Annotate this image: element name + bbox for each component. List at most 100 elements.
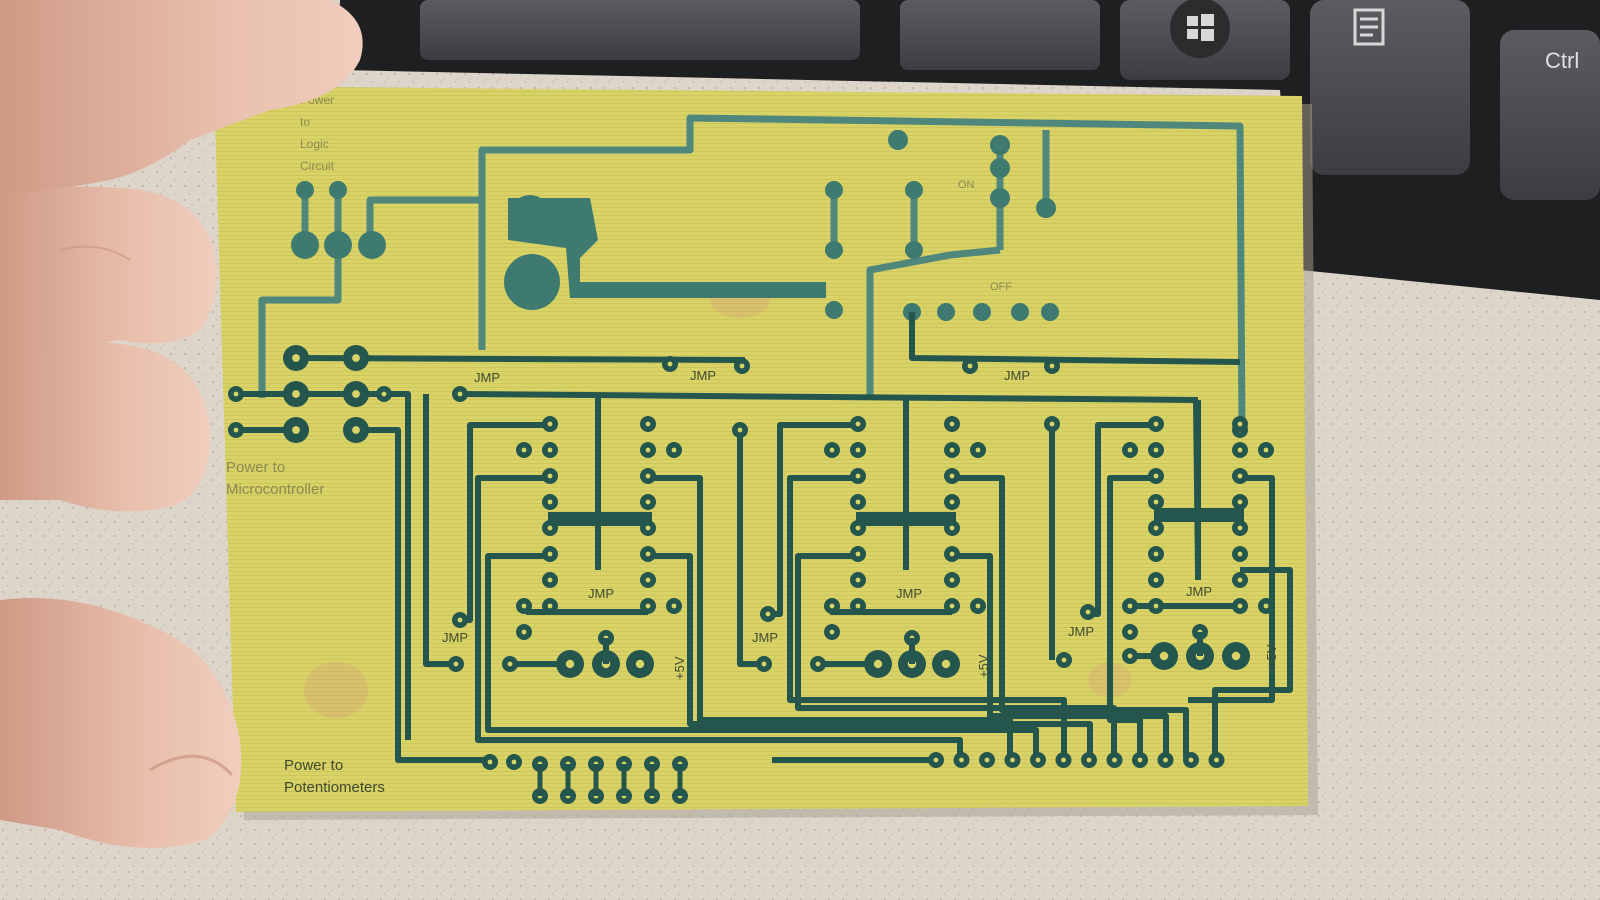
- drill-hole: [547, 577, 553, 583]
- silkscreen: Power to Logic Circuit ON OFF Power to M…: [226, 93, 1012, 498]
- drill-hole: [933, 757, 939, 763]
- drill-hole: [949, 473, 955, 479]
- pads-upper: [291, 130, 1059, 321]
- drill-hole: [233, 427, 239, 433]
- label-power-micro-2: Microcontroller: [226, 481, 324, 498]
- drill-hole: [671, 603, 677, 609]
- drill-hole: [1010, 757, 1015, 763]
- drill-hole: [1237, 551, 1243, 557]
- drill-hole: [815, 661, 821, 667]
- ctrl-key: [1500, 30, 1600, 200]
- drill-hole: [949, 421, 955, 427]
- drill-hole: [949, 499, 955, 505]
- ic-footprints: [548, 508, 1244, 526]
- drill-hole: [645, 421, 651, 427]
- ctrl-key-label: Ctrl: [1545, 48, 1579, 73]
- label-power-pots-1: Power to: [284, 757, 343, 774]
- drill-hole: [1263, 447, 1269, 453]
- drill-hole: [547, 603, 553, 609]
- drill-hole: [1163, 757, 1168, 763]
- drill-hole: [1086, 757, 1092, 763]
- drill-hole: [547, 525, 553, 531]
- drill-hole: [352, 354, 360, 362]
- drill-hole: [453, 661, 459, 667]
- label-jmp-2: JMP: [690, 368, 716, 383]
- drill-hole: [1085, 609, 1091, 615]
- drill-hole: [635, 659, 645, 669]
- drill-hole: [645, 603, 651, 609]
- label-jmp-4: JMP: [442, 630, 468, 645]
- drill-hole: [959, 757, 964, 763]
- drill-hole: [855, 447, 861, 453]
- ring-finger: [0, 342, 211, 512]
- drill-hole: [949, 577, 955, 583]
- label-5v-3: +5V: [1264, 644, 1279, 668]
- label-power-logic-4: Circuit: [300, 159, 335, 173]
- drill-hole: [1127, 447, 1133, 453]
- drill-hole: [547, 447, 553, 453]
- drill-hole: [645, 525, 651, 531]
- drill-hole: [1153, 473, 1159, 479]
- drill-hole: [967, 363, 973, 369]
- drill-hole: [457, 391, 463, 397]
- label-switch-on: ON: [958, 179, 975, 191]
- drill-hole: [855, 577, 861, 583]
- drill-hole: [829, 447, 835, 453]
- label-jmp-9: JMP: [1186, 584, 1212, 599]
- drill-hole: [292, 390, 300, 398]
- drill-hole: [855, 473, 861, 479]
- drill-hole: [1237, 499, 1243, 505]
- keyboard-key: [420, 0, 860, 60]
- drill-hole: [1127, 603, 1133, 609]
- drill-hole: [855, 421, 861, 427]
- drill-hole: [645, 577, 651, 583]
- drill-hole: [292, 426, 300, 434]
- drill-hole: [1153, 499, 1159, 505]
- drill-hole: [765, 611, 771, 617]
- drill-hole: [739, 363, 745, 369]
- label-power-logic-2: to: [300, 115, 310, 129]
- label-power-logic-3: Logic: [300, 137, 329, 151]
- keyboard: Ctrl: [340, 0, 1600, 300]
- copper-pour: [504, 195, 826, 310]
- drill-hole: [1153, 421, 1159, 427]
- drill-hole: [1214, 757, 1219, 763]
- drill-hole: [547, 551, 553, 557]
- drill-hole: [671, 447, 677, 453]
- drill-hole: [521, 603, 527, 609]
- drill-hole: [1188, 757, 1194, 763]
- drill-hole: [1061, 757, 1066, 763]
- drill-hole: [1153, 525, 1159, 531]
- label-5v-2: +5V: [976, 654, 991, 678]
- drill-hole: [521, 447, 527, 453]
- drill-hole: [873, 659, 883, 669]
- drill-hole: [1237, 603, 1243, 609]
- drill-hole: [352, 426, 360, 434]
- label-5v-1: +5V: [672, 656, 687, 680]
- middle-finger: [0, 186, 217, 360]
- drill-hole: [855, 603, 861, 609]
- drill-hole: [949, 603, 955, 609]
- drill-hole: [975, 447, 981, 453]
- label-power-micro-1: Power to: [226, 459, 285, 476]
- drill-hole: [667, 361, 673, 367]
- drill-hole: [829, 629, 835, 635]
- drill-hole: [521, 629, 527, 635]
- drill-hole: [1061, 657, 1067, 663]
- drill-hole: [1137, 757, 1143, 763]
- hand: [0, 0, 363, 848]
- drill-hole: [1153, 603, 1159, 609]
- drill-hole: [645, 447, 651, 453]
- drill-hole: [1127, 653, 1133, 659]
- drill-hole: [1237, 421, 1243, 427]
- drill-hole: [487, 759, 493, 765]
- drill-hole: [565, 659, 575, 669]
- drill-hole: [984, 757, 990, 763]
- drill-hole: [233, 391, 239, 397]
- drill-hole: [381, 391, 387, 397]
- drill-hole: [1153, 551, 1159, 557]
- drill-hole: [975, 603, 981, 609]
- drill-hole: [511, 759, 517, 765]
